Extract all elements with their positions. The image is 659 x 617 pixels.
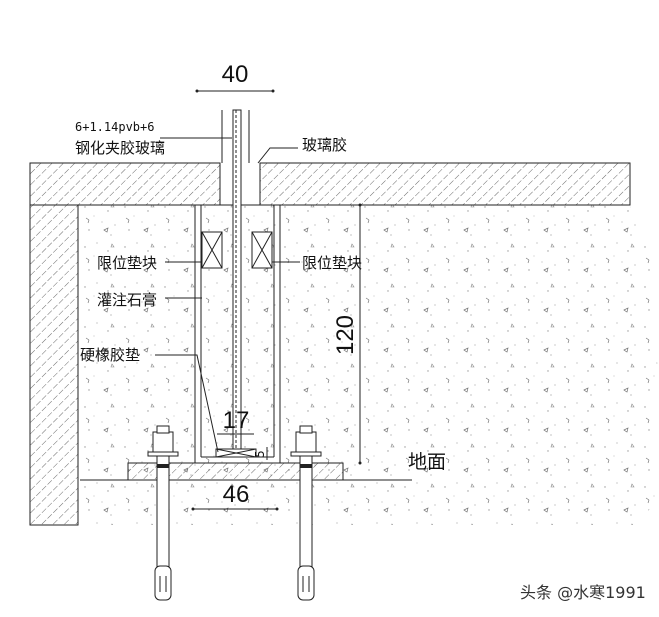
slab-left xyxy=(29,162,221,206)
laminated-glass xyxy=(232,109,242,458)
dimension-46: 46 xyxy=(191,481,279,511)
rubber-pad xyxy=(215,448,257,458)
spacer-left-label: 限位垫块 xyxy=(97,254,157,272)
ground-label: 地面 xyxy=(408,451,446,473)
svg-text:46: 46 xyxy=(223,481,250,508)
slab-right xyxy=(259,162,631,206)
watermark: 头条 @水寒1991 xyxy=(520,583,646,602)
svg-text:5: 5 xyxy=(253,450,267,457)
rubber-pad-label: 硬橡胶垫 xyxy=(80,346,140,364)
sealant-label: 玻璃胶 xyxy=(302,136,347,154)
spacer-block-left xyxy=(201,231,223,269)
dimension-5: 5 xyxy=(253,447,268,460)
spacer-right-label: 限位垫块 xyxy=(302,254,362,272)
grout-label: 灌注石膏 xyxy=(97,291,157,309)
dimension-40: 40 xyxy=(195,61,275,93)
svg-text:40: 40 xyxy=(222,61,249,88)
dimension-17: 17 xyxy=(217,407,254,435)
anchor-bolt-right xyxy=(290,425,322,601)
svg-text:120: 120 xyxy=(332,315,359,355)
anchor-bolt-left xyxy=(147,425,179,601)
spacer-block-right xyxy=(251,231,273,269)
wall-left xyxy=(29,204,79,526)
glass-name-label: 钢化夹胶玻璃 xyxy=(75,139,165,157)
glass-spec-label: 6+1.14pvb+6 xyxy=(75,120,154,134)
dimension-120: 120 xyxy=(332,203,362,465)
svg-text:17: 17 xyxy=(223,407,250,434)
